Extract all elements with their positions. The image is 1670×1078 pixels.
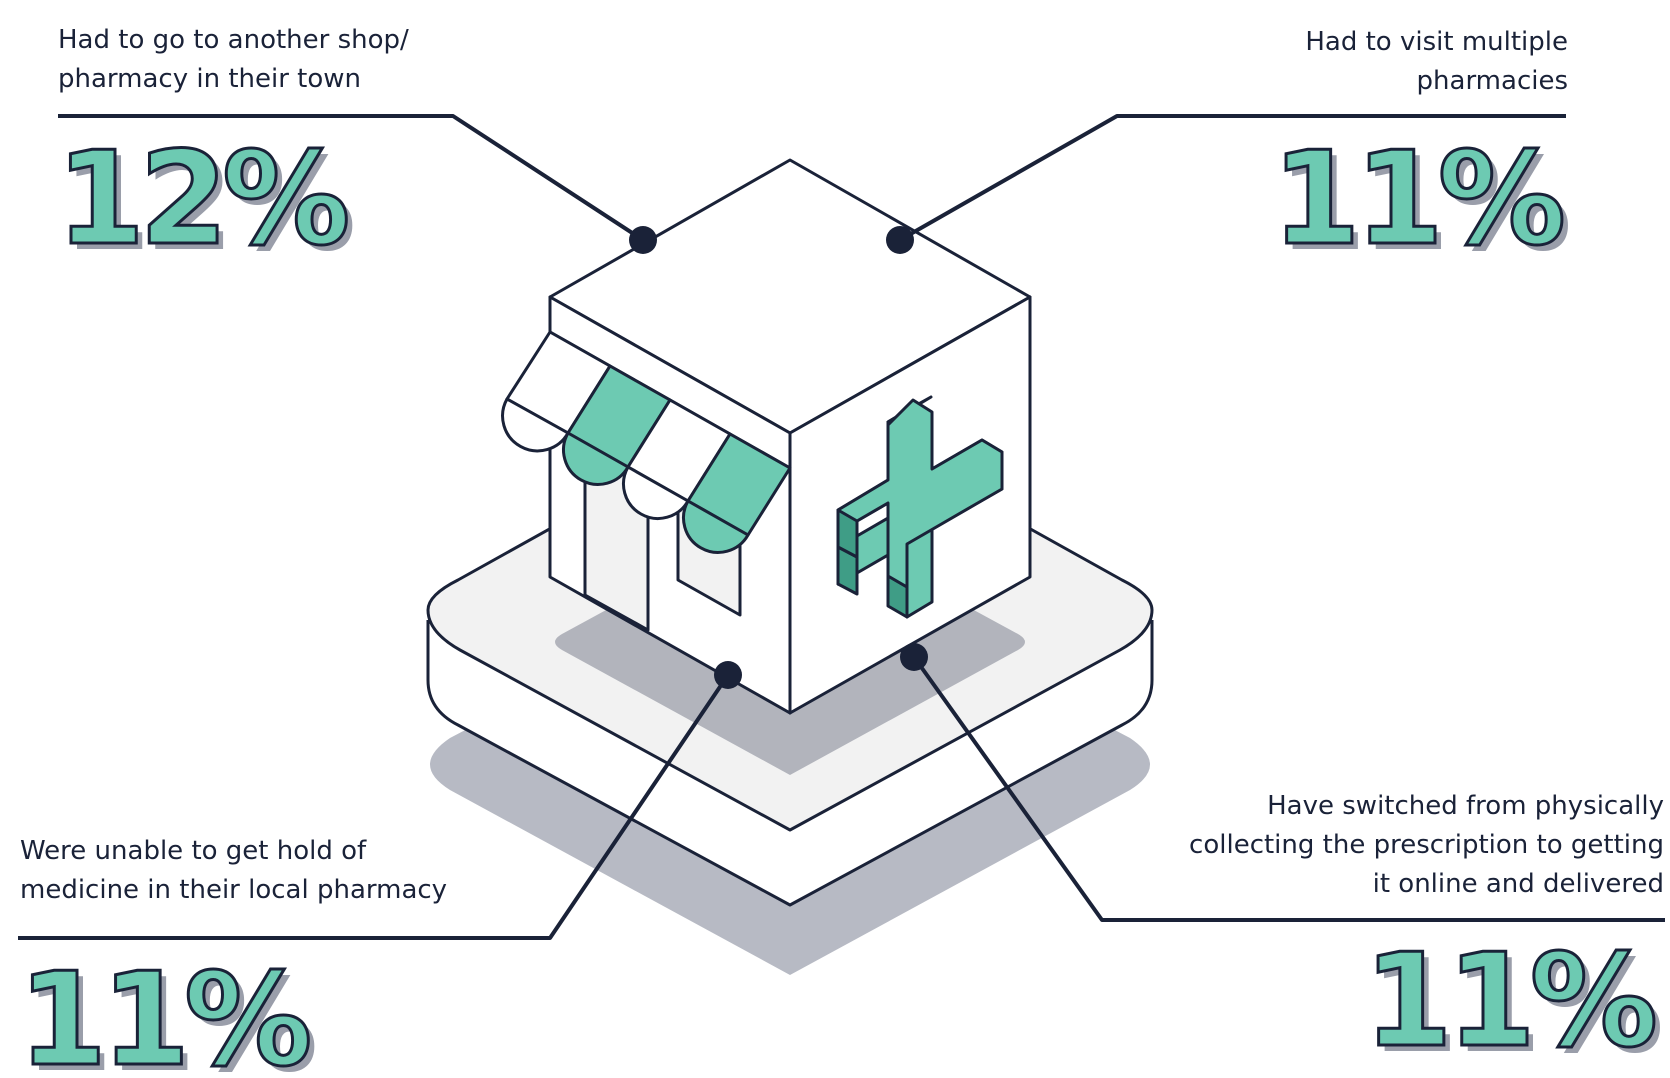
stat-value-3: 11%	[16, 946, 313, 1078]
leader-lines	[18, 114, 1665, 940]
stat-value-4: 11%	[1362, 927, 1659, 1076]
stat-label-4: Have switched from physically collecting…	[1189, 791, 1664, 899]
leader-line-2	[899, 114, 1566, 242]
stat-value-2: 11%	[1270, 125, 1567, 274]
leader-line-1	[58, 114, 645, 242]
stat-value-1: 12%	[54, 125, 351, 274]
leader-dot-2	[886, 226, 914, 254]
pharmacy-store-icon	[501, 158, 1032, 715]
medical-cross-icon	[836, 395, 1004, 619]
stat-label-1: Had to go to another shop/ pharmacy in t…	[58, 25, 409, 94]
stat-label-3: Were unable to get hold of medicine in t…	[20, 836, 448, 905]
leader-dot-4	[900, 643, 928, 671]
leader-line-3	[18, 673, 730, 940]
awning-icon	[501, 330, 792, 554]
stat-label-2: Had to visit multiple pharmacies	[1305, 27, 1568, 96]
leader-dot-1	[629, 226, 657, 254]
leader-dots	[629, 226, 928, 689]
leader-line-4	[912, 655, 1665, 922]
leader-dot-3	[714, 661, 742, 689]
